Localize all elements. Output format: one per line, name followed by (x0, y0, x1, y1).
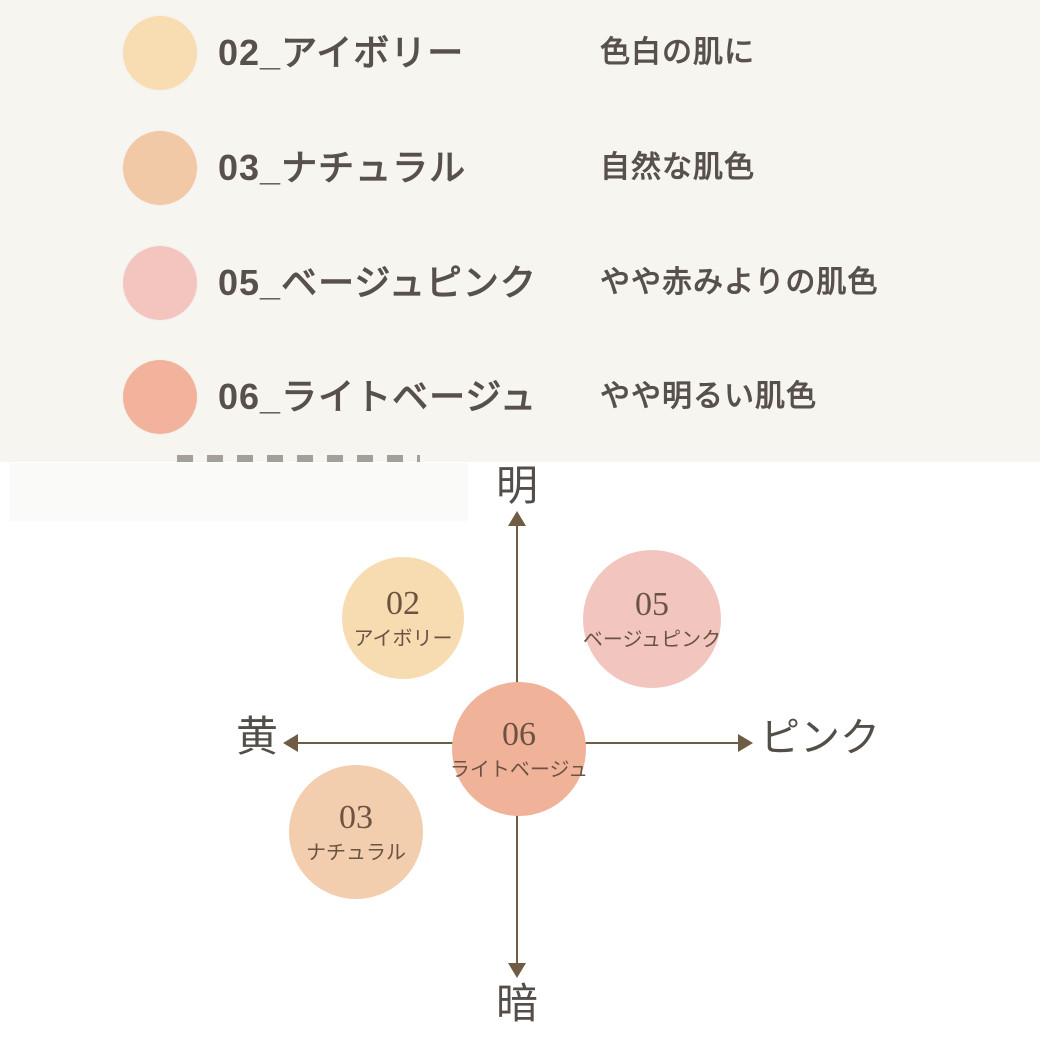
shade-description-06: やや明るい肌色 (600, 380, 817, 413)
shade-label-03: 03_ナチュラル (218, 147, 467, 188)
cropped-next-row-fragment (177, 455, 420, 462)
map-circle-06: 06 ライトベージュ (449, 682, 589, 816)
map-circle-code: 06 (502, 715, 536, 753)
map-circle-name: ナチュラル (306, 842, 406, 865)
shade-description-03: 自然な肌色 (600, 151, 755, 184)
shade-row-03: 03_ナチュラル 自然な肌色 (0, 131, 1040, 205)
map-circle-name: ライトベージュ (449, 759, 589, 782)
arrow-down-icon (508, 963, 526, 978)
background-block (10, 463, 468, 521)
map-circle-name: ベージュピンク (582, 629, 722, 652)
shade-swatch-02 (123, 16, 197, 90)
arrow-right-icon (738, 734, 753, 752)
axis-label-yellow: 黄 (236, 715, 279, 761)
shade-description-02: 色白の肌に (600, 36, 755, 69)
shade-label-02: 02_アイボリー (218, 32, 465, 73)
map-circle-code: 02 (386, 584, 420, 622)
shade-row-06: 06_ライトベージュ やや明るい肌色 (0, 360, 1040, 434)
arrow-left-icon (283, 734, 298, 752)
shade-row-05: 05_ベージュピンク やや赤みよりの肌色 (0, 246, 1040, 320)
shade-list-panel: 02_アイボリー 色白の肌に 03_ナチュラル 自然な肌色 05_ベージュピンク… (0, 0, 1040, 462)
shade-label-05: 05_ベージュピンク (218, 262, 537, 303)
map-circle-02: 02 アイボリー (342, 557, 464, 679)
map-circle-code: 05 (635, 585, 669, 623)
map-circle-03: 03 ナチュラル (289, 765, 423, 899)
shade-swatch-06 (123, 360, 197, 434)
axis-label-pink: ピンク (760, 715, 880, 760)
shade-label-06: 06_ライトベージュ (218, 376, 537, 417)
shade-map-panel: 明 暗 黄 ピンク 02 アイボリー 05 ベージュピンク 06 ライトベージュ… (0, 462, 1040, 1040)
axis-label-dark: 暗 (496, 982, 539, 1028)
map-circle-05: 05 ベージュピンク (583, 550, 721, 688)
map-circle-name: アイボリー (353, 628, 453, 651)
shade-row-02: 02_アイボリー 色白の肌に (0, 16, 1040, 90)
shade-description-05: やや赤みよりの肌色 (600, 266, 879, 299)
shade-swatch-05 (123, 246, 197, 320)
arrow-up-icon (508, 511, 526, 526)
map-circle-code: 03 (339, 798, 373, 836)
shade-swatch-03 (123, 131, 197, 205)
axis-label-bright: 明 (496, 464, 539, 510)
